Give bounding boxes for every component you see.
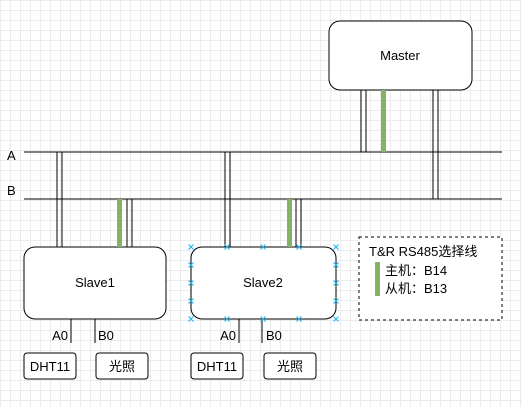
slave2-sensor-light[interactable]: 光照 [263, 352, 317, 380]
selection-handle[interactable] [260, 316, 266, 322]
slave1-wire-b [126, 199, 133, 247]
slave1-pin-a-label: A0 [52, 328, 68, 343]
master-wire-a [360, 90, 367, 152]
selection-handle[interactable] [224, 316, 230, 322]
master-box[interactable] [328, 20, 473, 91]
bus-b-label: B [7, 183, 16, 198]
selection-handle[interactable] [188, 262, 194, 268]
slave1-node[interactable]: Slave1 [23, 246, 167, 320]
legend-swatch [375, 262, 380, 296]
master-node[interactable]: Master [328, 20, 473, 91]
selection-handle[interactable] [296, 316, 302, 322]
selection-handle[interactable] [296, 244, 302, 250]
slave2-label: Slave2 [243, 275, 283, 290]
slave1-label: Slave1 [75, 275, 115, 290]
selection-handle[interactable] [188, 298, 194, 304]
legend-box [358, 236, 503, 321]
selection-handle[interactable] [260, 244, 266, 250]
legend-title: T&R RS485选择线 [369, 244, 477, 259]
svg-text:DHT11: DHT11 [30, 359, 70, 374]
selection-handle[interactable] [188, 244, 194, 250]
selection-handle[interactable] [333, 244, 339, 250]
selection-handle[interactable] [333, 298, 339, 304]
slave2-selection-handles[interactable] [188, 244, 339, 322]
selection-handle[interactable] [333, 262, 339, 268]
slave1-select-line [117, 199, 122, 247]
svg-text:光照: 光照 [277, 359, 303, 374]
slave2-select-line [287, 199, 292, 247]
slave1-wire-a [56, 152, 63, 247]
selection-handle[interactable] [333, 280, 339, 286]
slave1-pin-b-label: B0 [98, 328, 114, 343]
slave2-wire-b [295, 199, 302, 247]
slave1-sensor-light[interactable]: 光照 [95, 352, 149, 380]
slave2-wire-a [224, 152, 231, 247]
svg-text:DHT11: DHT11 [197, 359, 237, 374]
master-label: Master [380, 48, 420, 63]
legend-line-1: 主机：B14 [385, 263, 447, 278]
master-select-line [381, 90, 386, 152]
selection-handle[interactable] [188, 316, 194, 322]
bus-a-label: A [7, 148, 16, 163]
selection-handle[interactable] [224, 244, 230, 250]
legend: T&R RS485选择线 主机：B14 从机：B13 [358, 236, 503, 321]
slave1-sensor-dht11[interactable]: DHT11 [23, 352, 77, 380]
selection-handle[interactable] [188, 280, 194, 286]
slave2-pin-b-label: B0 [266, 328, 282, 343]
slave2-node[interactable]: Slave2 [190, 246, 337, 320]
svg-text:光照: 光照 [109, 359, 135, 374]
selection-handle[interactable] [333, 316, 339, 322]
legend-line-2: 从机：B13 [385, 281, 447, 296]
slave2-sensor-dht11[interactable]: DHT11 [190, 352, 244, 380]
slave2-pin-a-label: A0 [220, 328, 236, 343]
master-wire-b [432, 90, 439, 199]
